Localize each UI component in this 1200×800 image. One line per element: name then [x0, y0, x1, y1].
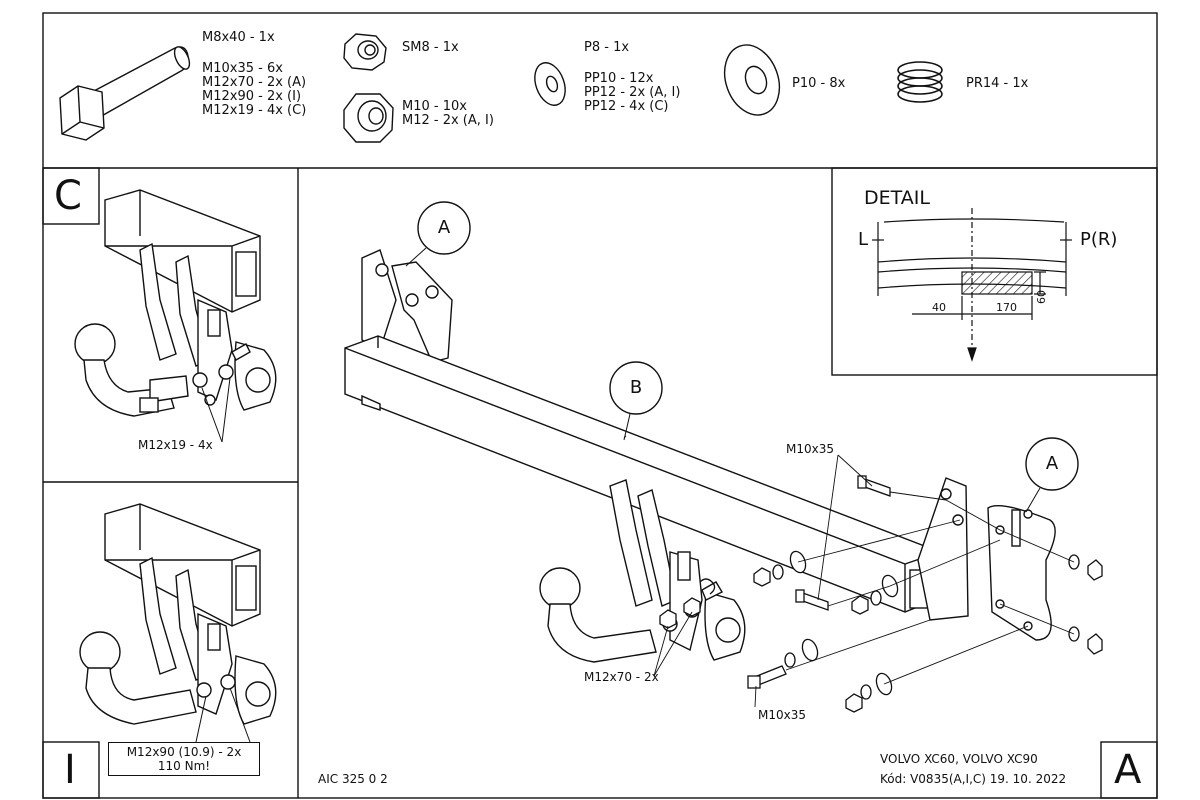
- detail-title: DETAIL: [864, 187, 930, 209]
- spring-label: PR14 - 1x: [966, 76, 1029, 91]
- torque-note-line2: 110 Nm!: [157, 759, 211, 773]
- spring-icon: [897, 61, 943, 103]
- panel-i-towbar-drawing: [79, 503, 277, 725]
- nut-m12-label: M12 - 2x (A, I): [402, 113, 494, 128]
- bolt-m12x19-label: M12x19 - 4x (C): [202, 103, 307, 118]
- washer-pp10-label: PP10 - 12x: [584, 71, 654, 86]
- callout-b: B: [629, 377, 643, 398]
- washer-p8-label: P8 - 1x: [584, 40, 630, 55]
- dim-170: 170: [996, 301, 1017, 314]
- detail-box: [831, 167, 1158, 376]
- washer-small-icon: [534, 62, 566, 106]
- nut-m10-label: M10 - 10x: [402, 99, 467, 114]
- torque-note-line1: M12x90 (10.9) - 2x: [126, 745, 242, 759]
- bolt-m12x70-label: M12x70 - 2x (A): [202, 75, 307, 90]
- hardware-drawing: [659, 475, 1103, 713]
- dim-60: 60: [1035, 290, 1048, 304]
- panel-i-letter-box: [42, 741, 100, 799]
- detail-right-label: P(R): [1080, 229, 1118, 250]
- panel-i-leader-lines: [195, 687, 251, 743]
- corner-letter-box: [1100, 741, 1158, 799]
- kod-date: Kód: V0835(A,I,C) 19. 10. 2022: [880, 772, 1067, 786]
- nut-small-label: SM8 - 1x: [402, 40, 459, 55]
- washer-pp12-c-label: PP12 - 4x (C): [584, 99, 669, 114]
- detail-drawing: [872, 208, 1072, 362]
- bolt-label-mount: M12x70 - 2x: [584, 670, 659, 684]
- callout-a-right: A: [1045, 453, 1059, 474]
- callout-leaders: [405, 247, 1041, 513]
- bolt-icon: [59, 46, 191, 141]
- panel-c-leader-lines: [201, 377, 231, 443]
- panel-i-letter: I: [64, 747, 76, 793]
- drawing-code: AIC 325 0 2: [318, 772, 388, 786]
- nut-large-icon: [343, 93, 394, 143]
- torque-note: M12x90 (10.9) - 2x 110 Nm!: [108, 742, 260, 776]
- bolt-m10x35-label: M10x35 - 6x: [202, 61, 283, 76]
- detail-left-label: L: [858, 229, 869, 250]
- bolt-label-bottom: M10x35: [758, 708, 806, 722]
- bolt-label-top: M10x35: [786, 442, 834, 456]
- dim-40: 40: [932, 301, 946, 314]
- washer-small-list: PP10 - 12x PP12 - 2x (A, I) PP12 - 4x (C…: [584, 72, 680, 114]
- panel-c-letter-box: [42, 167, 100, 225]
- corner-letter: A: [1114, 747, 1142, 793]
- bolt-m12x90-label: M12x90 - 2x (I): [202, 89, 302, 104]
- callout-circles: [417, 201, 1079, 491]
- panel-c-towbar-drawing: [74, 189, 277, 417]
- bolt-m8x40-label: M8x40 - 1x: [202, 30, 275, 45]
- vehicle-model: VOLVO XC60, VOLVO XC90: [880, 752, 1038, 766]
- nut-large-list: M10 - 10x M12 - 2x (A, I): [402, 100, 494, 128]
- nut-small-icon: [343, 33, 387, 71]
- washer-large-icon: [723, 44, 781, 116]
- outer-frame: [42, 12, 1158, 799]
- assembly-lines: [623, 435, 1075, 708]
- crossbar-drawing: [344, 249, 1056, 663]
- panel-c-letter: C: [54, 173, 82, 219]
- washer-pp12-ai-label: PP12 - 2x (A, I): [584, 85, 681, 100]
- bolt-list: M10x35 - 6x M12x70 - 2x (A) M12x90 - 2x …: [202, 62, 306, 118]
- washer-large-label: P10 - 8x: [792, 76, 846, 91]
- panel-c-callout: M12x19 - 4x: [138, 438, 213, 452]
- callout-a-top: A: [437, 217, 451, 238]
